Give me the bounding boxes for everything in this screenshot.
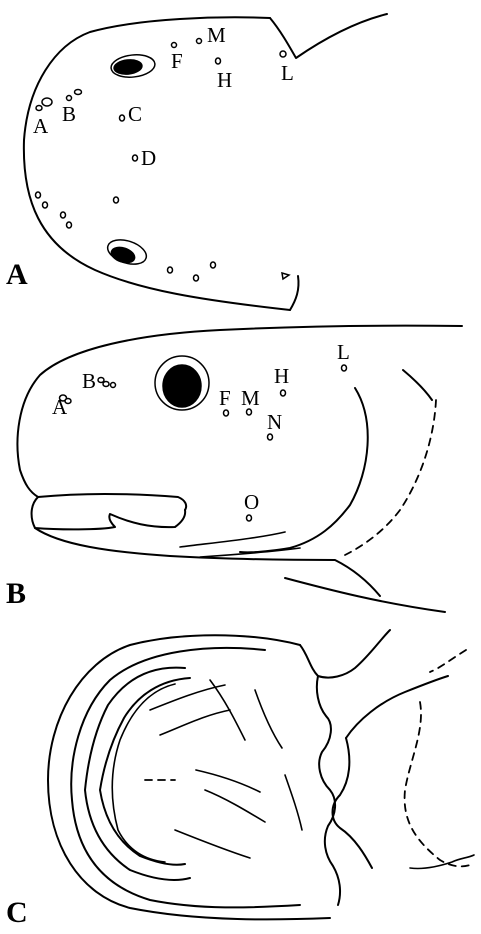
pore	[42, 98, 52, 106]
panel-a-pore-label: F	[171, 49, 183, 73]
pore	[197, 39, 202, 44]
panel-a-pore-label: M	[207, 23, 226, 47]
pore	[268, 434, 273, 440]
panel-b-pore-label: A	[52, 395, 68, 419]
panel-c-groove-5	[196, 770, 260, 792]
panel-c: C	[6, 630, 474, 929]
panel-b: A B F H L M N O B	[6, 326, 462, 612]
panel-c-groove-4	[255, 690, 282, 748]
panel-b-pore-label: O	[244, 490, 259, 514]
pore	[43, 202, 48, 208]
panel-c-groove-6	[205, 790, 265, 822]
panel-b-pore-label: M	[241, 386, 260, 410]
pore	[280, 51, 286, 57]
pore	[224, 410, 229, 416]
panel-a-neck-lower	[290, 276, 299, 310]
pore	[168, 267, 173, 273]
pore	[282, 273, 289, 279]
panel-b-pore-label: L	[337, 340, 350, 364]
panel-c-inner-arc	[71, 648, 300, 908]
pore	[36, 192, 41, 198]
panel-c-chin-right	[317, 676, 340, 905]
pore	[194, 275, 199, 281]
pore	[114, 197, 119, 203]
panel-a-pore-label: L	[281, 61, 294, 85]
panel-b-gill-dash-1	[345, 400, 436, 555]
panel-a-pore-label: A	[33, 114, 49, 138]
pore	[111, 383, 116, 388]
panel-c-lip-fold	[112, 684, 175, 862]
panel-a-pore-label: D	[141, 146, 156, 170]
panel-a-neck-upper	[270, 14, 387, 58]
panel-b-pore-label: B	[82, 369, 96, 393]
pore	[61, 212, 66, 218]
panel-c-groove-7	[175, 830, 250, 858]
panel-a-pore-label: H	[217, 68, 232, 92]
panel-b-pore-label: N	[267, 410, 282, 434]
panel-b-operculum-inner	[180, 532, 285, 547]
pore	[36, 106, 42, 111]
pore	[172, 43, 177, 48]
panel-b-cheek-line	[200, 548, 300, 557]
panel-c-throat-upper	[346, 676, 448, 738]
panel-b-throat	[35, 528, 380, 596]
panel-a-letter: A	[6, 258, 28, 291]
panel-b-letter: B	[6, 577, 26, 610]
panel-b-eye	[163, 365, 201, 407]
pore	[75, 90, 82, 95]
panel-a-pore-label: C	[128, 102, 142, 126]
panel-b-pore-label: H	[274, 364, 289, 388]
pore	[67, 96, 72, 101]
panel-b-pore-label: F	[219, 386, 231, 410]
panel-b-dorsal-outline	[17, 326, 462, 497]
pore	[281, 390, 286, 396]
pore	[120, 115, 125, 121]
panel-c-throat-lower	[333, 738, 373, 868]
panel-b-upper-lip	[38, 494, 186, 510]
pore	[103, 382, 109, 387]
panel-a-head-outline	[24, 17, 290, 310]
panel-c-gill-dash	[405, 702, 470, 866]
pore	[133, 155, 138, 161]
panel-c-groove-8	[285, 775, 302, 830]
pore	[342, 365, 347, 371]
panel-b-operculum	[240, 388, 368, 552]
panel-a-pores	[36, 39, 290, 282]
panel-c-jaw-right	[300, 630, 390, 678]
panel-c-gill-dash-2	[430, 650, 466, 672]
panel-c-letter: C	[6, 896, 28, 929]
pore	[216, 58, 221, 64]
pore	[211, 262, 216, 268]
panel-b-snout	[32, 497, 186, 529]
panel-a: A B C D F H L M A	[6, 14, 387, 310]
panel-b-belly	[285, 578, 445, 612]
pore	[67, 222, 72, 228]
panel-c-groove-2	[160, 710, 230, 735]
panel-a-pore-label: B	[62, 102, 76, 126]
panel-b-pectoral-edge	[403, 370, 432, 400]
pore	[247, 515, 252, 521]
